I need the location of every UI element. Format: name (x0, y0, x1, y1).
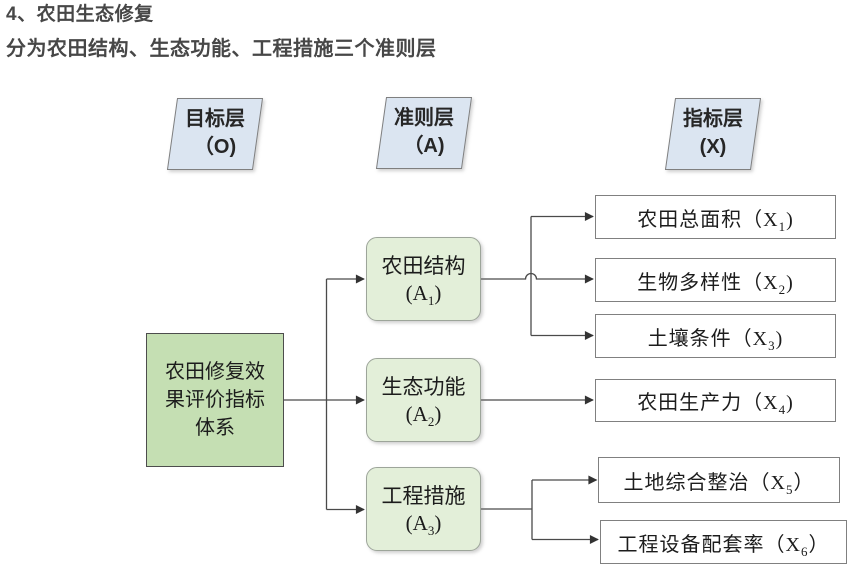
layer-header-criteria-code: （A) (403, 135, 445, 157)
indicator-box-x3-label: 土壤条件（X3) (647, 327, 784, 353)
goal-box: 农田修复效 果评价指标 体系 (146, 333, 284, 467)
criteria-box-a1-code: (A1) (405, 281, 442, 309)
layer-header-criteria-label: 准则层 (394, 107, 454, 129)
goal-box-line1: 农田修复效 (165, 361, 265, 383)
indicator-box-x1-label: 农田总面积（X1) (637, 208, 794, 234)
connector-goal-trunk (283, 279, 328, 510)
indicator-box-x4: 农田生产力（X4) (595, 379, 836, 422)
layer-header-goal-code: （O) (193, 136, 237, 158)
indicator-box-x5-label: 土地综合整治（X5） (623, 471, 815, 497)
layer-header-goal: 目标层 （O) (166, 98, 264, 170)
criteria-box-a3-code: (A3) (405, 511, 442, 539)
connector-a3-stub (481, 480, 533, 540)
title-block: 4、农田生态修复 分为农田结构、生态功能、工程措施三个准则层 (6, 2, 437, 63)
indicator-box-x6-label: 工程设备配套率（X6） (617, 533, 830, 559)
indicator-box-x2: 生物多样性（X2) (595, 258, 836, 302)
criteria-box-a2-name: 生态功能 (381, 375, 466, 399)
layer-header-indicator-code: (X) (699, 136, 727, 158)
criteria-box-a1-name: 农田结构 (381, 254, 466, 278)
criteria-box-a1: 农田结构 (A1) (366, 237, 481, 321)
layer-header-criteria: 准则层 （A) (375, 97, 473, 169)
section-subtitle: 分为农田结构、生态功能、工程措施三个准则层 (6, 38, 437, 60)
indicator-box-x6: 工程设备配套率（X6） (600, 520, 847, 564)
layer-header-goal-label: 目标层 (185, 108, 245, 130)
layer-header-indicator: 指标层 (X) (664, 98, 762, 170)
indicator-box-x4-label: 农田生产力（X4) (637, 392, 794, 417)
criteria-box-a3: 工程措施 (A3) (366, 467, 481, 551)
goal-box-line3: 体系 (195, 417, 235, 439)
indicator-box-x1: 农田总面积（X1) (595, 195, 836, 239)
criteria-box-a3-name: 工程措施 (381, 484, 466, 508)
connector-a1-to-x2 (480, 272, 594, 284)
layer-header-indicator-label: 指标层 (683, 108, 743, 130)
section-title: 4、农田生态修复 (6, 4, 154, 25)
criteria-box-a2-code: (A2) (405, 402, 442, 430)
criteria-box-a2: 生态功能 (A2) (366, 358, 481, 442)
goal-box-line2: 果评价指标 (165, 389, 265, 411)
indicator-box-x3: 土壤条件（X3) (595, 314, 836, 358)
indicator-box-x5: 土地综合整治（X5） (598, 457, 840, 503)
indicator-box-x2-label: 生物多样性（X2) (637, 271, 794, 297)
